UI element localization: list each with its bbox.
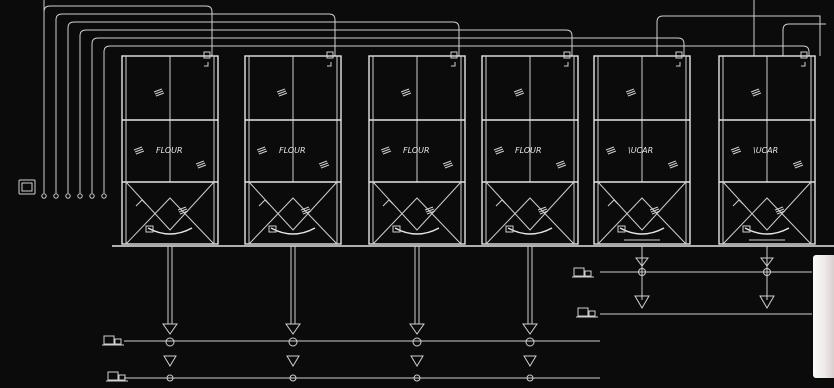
filter-icon [635,257,649,267]
filter-icon [522,323,538,335]
terminal-3 [65,193,71,199]
level-sensor-icon [326,51,334,59]
level-sensor-icon [563,51,571,59]
weigh-hopper-icon [410,355,424,367]
hopper-bracing [248,181,338,245]
blower-unit-icon-1 [102,335,124,346]
discharge-cone [270,227,316,235]
blower-unit-icon-3 [572,267,594,278]
silo-group [112,51,834,247]
discharge-line-1 [162,246,178,382]
terminal-2 [53,193,59,199]
vibrator-icon [537,206,549,215]
discharge-cone [507,227,553,235]
hopper-bracing [372,181,462,245]
discharge-line-3 [409,246,425,382]
silo-2 [244,51,342,245]
conveying-pipes [102,239,812,382]
filter-icon [760,257,774,267]
vibrator-icon [750,88,762,97]
hopper-bracing [485,181,575,245]
vibrator-icon [177,206,189,215]
vibrator-icon [493,146,505,155]
discharge-cone [619,227,665,235]
control-wire-3 [67,21,460,193]
vibrator-icon [133,146,145,155]
rotary-valve-icon [763,268,771,276]
vibrator-icon [442,160,454,169]
silo-4 [481,51,579,245]
discharge-line-2 [285,246,301,382]
rotary-valve-icon [412,337,422,347]
terminal-6 [101,193,107,199]
blower-unit-icon-2 [106,371,128,382]
silo-6 [718,51,816,245]
vibrator-icon [380,146,392,155]
silo-5 [593,51,691,245]
vibrator-icon [605,146,617,155]
hopper-bracing [125,181,215,245]
vibrator-icon [318,160,330,169]
level-sensor-icon [203,51,211,59]
vibrator-icon [730,146,742,155]
vibrator-icon [400,88,412,97]
control-wiring [18,0,826,199]
vibrator-icon [276,88,288,97]
rotary-valve-icon [165,337,175,347]
rotary-valve-icon [288,337,298,347]
control-wire-6 [103,45,810,193]
level-sensor-icon [675,51,683,59]
vibrator-icon [555,160,567,169]
vibrator-icon [256,146,268,155]
discharge-cone [147,227,193,235]
level-sensor-icon [800,51,808,59]
vibrator-icon [792,160,804,169]
control-wire-1 [43,5,213,193]
control-wire-2 [55,13,336,193]
hopper-bracing [597,181,687,245]
hopper-bracing [722,181,812,245]
blower-unit-icon-4 [576,307,598,318]
control-panel-icon [18,179,36,195]
filter-icon [162,323,178,335]
terminal-4 [77,193,83,199]
weigh-hopper-icon [759,295,775,309]
filter-icon [409,323,425,335]
vibrator-icon [625,88,637,97]
level-sensor-icon [450,51,458,59]
vibrator-icon [153,88,165,97]
rotary-valve-icon [525,337,535,347]
vibrator-icon [667,160,679,169]
discharge-line-4 [522,246,538,382]
discharge-cone [744,227,790,235]
control-wire-5 [91,37,685,193]
weigh-hopper-icon [634,295,650,309]
silo-1 [121,51,219,245]
sugar-discharge-1 [624,239,660,309]
control-wire-4 [79,29,573,193]
weigh-hopper-icon [523,355,537,367]
weigh-hopper-icon [286,355,300,367]
vibrator-icon [774,206,786,215]
terminal-1 [41,193,47,199]
silo-3 [368,51,466,245]
vibrator-icon [424,206,436,215]
rotary-valve-icon [638,268,646,276]
vibrator-icon [195,160,207,169]
sugar-discharge-2 [749,239,785,309]
vibrator-icon [649,206,661,215]
vibrator-icon [513,88,525,97]
weigh-hopper-icon [163,355,177,367]
terminal-5 [89,193,95,199]
vibrator-icon [300,206,312,215]
filter-icon [285,323,301,335]
discharge-cone [394,227,440,235]
preview-thumbnail[interactable] [813,255,834,378]
